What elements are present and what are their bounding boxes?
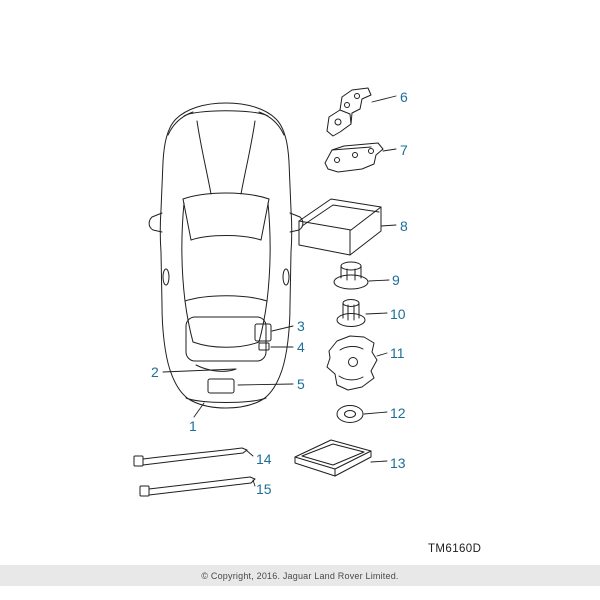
callout-7: 7 xyxy=(400,142,408,158)
side-detail-left xyxy=(162,268,170,286)
leader-1 xyxy=(193,402,205,418)
car-top-view xyxy=(148,102,304,409)
bracket-part-6 xyxy=(326,87,372,137)
roof-side-left xyxy=(181,202,186,302)
side-detail-right xyxy=(282,268,290,286)
bracket-part-7 xyxy=(324,142,384,173)
a-pillar-right xyxy=(260,198,270,241)
callout-15: 15 xyxy=(256,481,272,497)
callout-8: 8 xyxy=(400,218,408,234)
leader-lines xyxy=(162,95,397,487)
leader-6 xyxy=(371,95,397,103)
c-pillar-right xyxy=(258,300,268,343)
front-bumper-line xyxy=(183,110,269,117)
pad-part-13 xyxy=(294,439,372,477)
harness-detail xyxy=(195,364,237,372)
leader-9 xyxy=(368,279,390,282)
callout-11: 11 xyxy=(390,345,405,361)
washer-part-12 xyxy=(336,405,364,423)
a-pillar-left xyxy=(182,198,192,241)
windshield-top xyxy=(182,192,270,200)
callout-12: 12 xyxy=(390,405,406,421)
c-pillar-left xyxy=(184,300,194,343)
cover-box-part-8 xyxy=(298,198,382,256)
diagram-code: TM6160D xyxy=(428,543,482,555)
car-body-outline xyxy=(159,102,293,409)
leader-3 xyxy=(271,325,294,332)
hood-crease-right xyxy=(240,120,256,195)
footer-bar: © Copyright, 2016. Jaguar Land Rover Lim… xyxy=(0,565,600,586)
nut-part-10 xyxy=(336,299,366,327)
leader-5 xyxy=(237,383,294,386)
callout-13: 13 xyxy=(390,455,406,471)
cable-tie-part-15 xyxy=(139,476,256,497)
bracket-part-11 xyxy=(326,335,378,391)
callout-6: 6 xyxy=(400,89,408,105)
callout-1: 1 xyxy=(189,418,197,434)
front-corner-right xyxy=(258,111,285,136)
leader-13 xyxy=(370,460,388,463)
nut-part-9 xyxy=(333,261,369,290)
leader-15 xyxy=(252,479,256,487)
module-part-location xyxy=(254,323,272,342)
copyright-text: © Copyright, 2016. Jaguar Land Rover Lim… xyxy=(201,570,399,581)
mirror-left xyxy=(148,212,163,233)
hood-crease-left xyxy=(196,120,212,195)
callout-9: 9 xyxy=(392,272,400,288)
leader-7 xyxy=(382,148,397,152)
rear-window-top xyxy=(184,295,268,302)
rear-tray-detail xyxy=(207,378,235,394)
leader-11 xyxy=(376,352,388,357)
trunk-opening xyxy=(185,316,267,362)
callout-5: 5 xyxy=(297,376,305,392)
roof-side-right xyxy=(266,202,271,302)
rear-bumper-line xyxy=(185,397,267,403)
cable-tie-part-14 xyxy=(133,447,248,467)
windshield-bottom xyxy=(190,235,262,241)
leader-10 xyxy=(365,312,388,315)
leader-8 xyxy=(380,224,397,227)
front-corner-left xyxy=(167,111,194,136)
fixing-part-location xyxy=(258,342,270,351)
callout-3: 3 xyxy=(297,318,305,334)
callout-2: 2 xyxy=(151,364,159,380)
rear-window-bottom xyxy=(192,341,260,348)
leader-14 xyxy=(245,449,254,457)
leader-2 xyxy=(162,368,237,373)
callout-10: 10 xyxy=(390,306,406,322)
callout-4: 4 xyxy=(297,339,305,355)
callout-14: 14 xyxy=(256,451,272,467)
leader-12 xyxy=(363,411,388,415)
